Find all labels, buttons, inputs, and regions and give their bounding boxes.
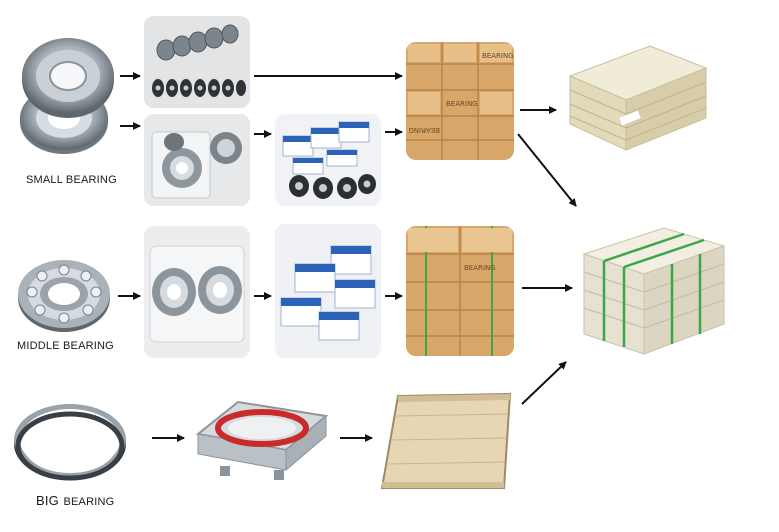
small-bearing-photo: [12, 34, 116, 158]
big-bearing-label-rest: BEARING: [63, 496, 115, 508]
small-bearings-cartons-photo: BEARING BEARING BEARING: [406, 42, 514, 160]
big-bearing-steel-frame-photo: [190, 394, 332, 482]
carton-print-text-flipped: BEARING: [408, 126, 440, 134]
carton-print-text-mid: BEARING: [446, 100, 478, 108]
small-bearings-row-photo: [144, 16, 250, 108]
small-pallet-photo: [560, 40, 710, 160]
small-bearings-blue-boxes-photo: [275, 114, 381, 206]
carton-print-text: BEARING: [482, 52, 514, 60]
big-bearing-label: BIG BEARING: [36, 492, 114, 510]
middle-bearings-bagged-photo: [144, 226, 250, 358]
middle-bearings-cartons-photo: BEARING: [406, 226, 514, 356]
middle-bearings-blue-boxes-photo: [275, 224, 381, 358]
middle-bearing-label: MIDDLE BEARING: [17, 340, 114, 352]
small-bearing-label: SMALL BEARING: [26, 174, 117, 186]
big-bearing-wooden-crate-photo: [380, 392, 518, 492]
middle-bearing-photo: [16, 256, 112, 334]
big-bearing-photo: [10, 392, 130, 484]
arrow-crate-to-big-pallet: [521, 361, 567, 405]
big-pallet-photo: [578, 224, 728, 360]
big-bearing-label-big: BIG: [36, 493, 59, 508]
small-bearings-bagged-photo: [144, 114, 250, 206]
middle-carton-print-text: BEARING: [464, 264, 496, 272]
